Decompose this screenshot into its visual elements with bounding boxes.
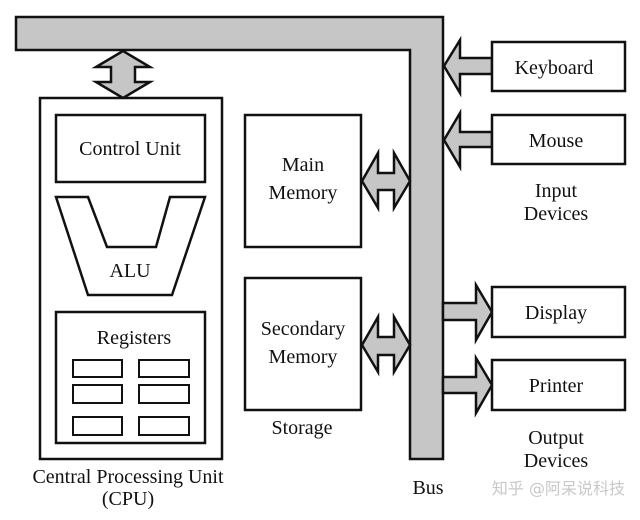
register-cell — [72, 359, 123, 378]
output-devices-line1: Output — [528, 427, 584, 449]
mouse-bus-arrow — [442, 108, 494, 172]
secondary-memory-box — [243, 276, 363, 412]
alu-shape — [54, 195, 207, 297]
display-label: Display — [525, 302, 587, 324]
register-cell — [138, 359, 190, 378]
secondary-memory-bus-arrow — [360, 312, 412, 377]
main-memory-line2: Memory — [269, 182, 338, 204]
keyboard-bus-arrow — [442, 35, 494, 98]
mouse-label: Mouse — [529, 130, 584, 152]
printer-box — [490, 358, 627, 412]
register-cell — [138, 416, 190, 436]
keyboard-label: Keyboard — [515, 57, 594, 79]
control-unit-label: Control Unit — [79, 138, 181, 160]
main-memory-line1: Main — [282, 154, 324, 176]
control-unit-box — [54, 113, 207, 184]
display-box — [490, 285, 627, 339]
register-cell — [72, 384, 123, 404]
keyboard-box — [490, 40, 627, 93]
alu-label: ALU — [109, 260, 151, 282]
storage-label: Storage — [271, 417, 332, 439]
printer-bus-arrow — [441, 353, 494, 418]
output-devices-line2: Devices — [524, 450, 589, 472]
input-devices-line2: Devices — [524, 203, 589, 225]
watermark: 知乎 @阿呆说科技 — [492, 479, 625, 498]
register-cell — [72, 416, 123, 436]
cpu-label-line1: Central Processing Unit — [32, 466, 224, 488]
bus — [14, 15, 445, 461]
cpu-label-line2: (CPU) — [102, 488, 154, 510]
secondary-memory-line2: Memory — [269, 346, 338, 368]
main-memory-box — [243, 113, 363, 249]
cpu-bus-arrow — [91, 49, 155, 100]
secondary-memory-line1: Secondary — [261, 318, 345, 340]
bus-label: Bus — [412, 477, 443, 499]
mouse-box — [490, 113, 627, 166]
printer-label: Printer — [529, 375, 584, 397]
register-cells — [72, 359, 190, 436]
display-bus-arrow — [441, 280, 494, 345]
registers-label: Registers — [97, 327, 172, 349]
main-memory-bus-arrow — [360, 148, 412, 213]
input-devices-line1: Input — [535, 180, 578, 202]
register-cell — [138, 384, 190, 404]
